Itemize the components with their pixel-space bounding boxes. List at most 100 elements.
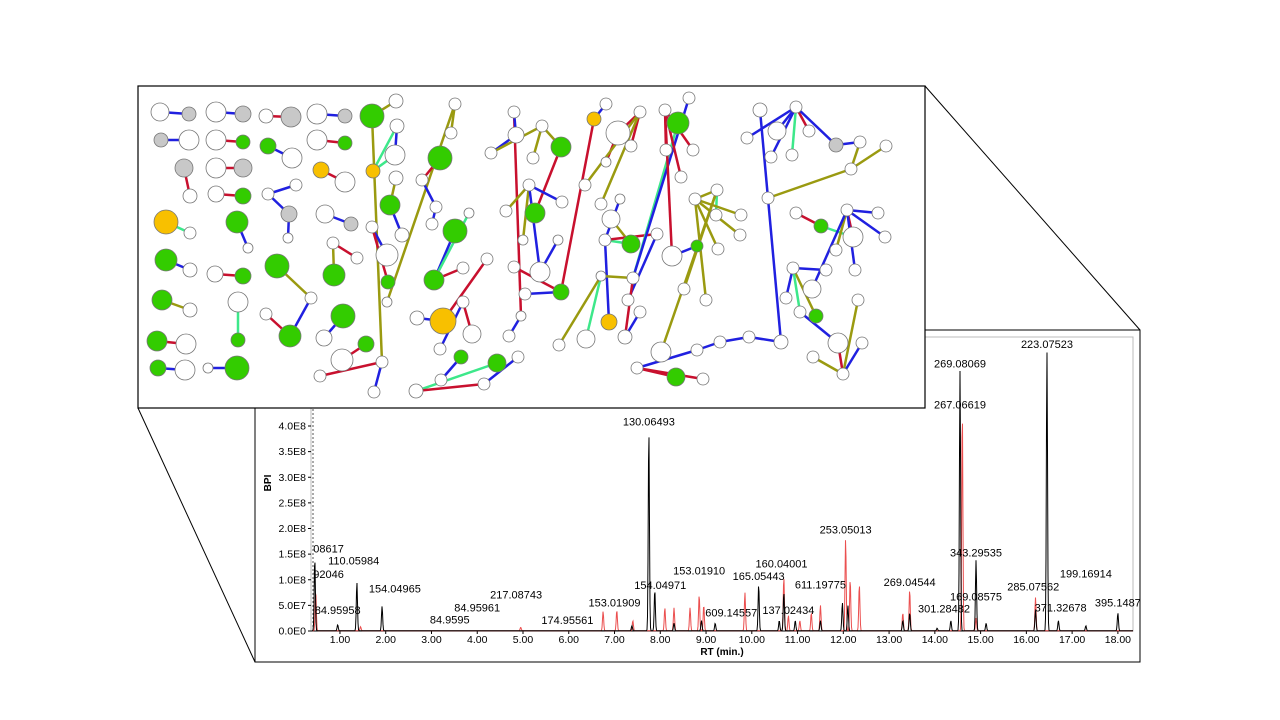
- network-node: [752, 102, 768, 118]
- network-node: [322, 263, 346, 287]
- peak-label: 174.95561: [541, 615, 593, 627]
- network-node: [740, 131, 754, 145]
- network-node: [434, 373, 448, 387]
- network-node: [578, 178, 592, 192]
- network-node: [315, 329, 333, 347]
- network-edge: [415, 361, 498, 393]
- network-node: [365, 163, 381, 179]
- network-node: [855, 336, 869, 350]
- network-node: [233, 158, 253, 178]
- network-node: [234, 105, 252, 123]
- peak-label: 08617: [313, 544, 344, 556]
- network-node: [626, 271, 640, 285]
- peak-label: 371.32678: [1035, 603, 1087, 615]
- network-node: [289, 178, 303, 192]
- network-node: [174, 158, 194, 178]
- network-node: [878, 230, 892, 244]
- network-node: [511, 350, 525, 364]
- peak-label: 609.14557: [705, 608, 757, 620]
- network-node: [444, 126, 458, 140]
- network-node: [379, 194, 401, 216]
- network-node: [456, 261, 470, 275]
- network-node: [337, 108, 353, 124]
- network-node: [205, 101, 227, 123]
- network-edge: [603, 239, 611, 323]
- network-node: [686, 143, 700, 157]
- y-axis-label: BPI: [263, 474, 274, 491]
- network-node: [462, 324, 482, 344]
- network-node: [448, 97, 462, 111]
- network-node: [151, 289, 173, 311]
- network-node: [381, 296, 393, 308]
- x-tick-label: 3.00: [421, 634, 442, 646]
- peak-label: 217.08743: [490, 589, 542, 601]
- network-node: [871, 206, 885, 220]
- network-edge: [371, 125, 399, 172]
- network-node: [600, 156, 612, 168]
- peak-label: 269.08069: [934, 359, 986, 371]
- network-node: [552, 338, 566, 352]
- network-node: [518, 287, 532, 301]
- network-node: [343, 216, 359, 232]
- connector-left: [137, 407, 256, 663]
- peak-label: 395.1487: [1095, 597, 1141, 609]
- network-node: [313, 369, 327, 383]
- x-axis-label: RT (min.): [700, 647, 743, 658]
- network-node: [793, 305, 807, 319]
- network-node: [408, 383, 424, 399]
- network-node: [666, 111, 690, 135]
- network-node: [477, 377, 491, 391]
- x-tick-label: 13.00: [876, 634, 902, 646]
- network-node: [206, 265, 224, 283]
- network-node: [786, 261, 800, 275]
- y-tick-label: 2.5E8: [279, 497, 307, 509]
- network-edge: [694, 197, 742, 217]
- network-node: [633, 105, 647, 119]
- y-tick-label: 2.0E8: [279, 523, 307, 535]
- network-node: [207, 185, 225, 203]
- network-node: [699, 293, 713, 307]
- network-edge: [385, 103, 457, 303]
- network-node: [844, 162, 858, 176]
- network-node: [357, 335, 375, 353]
- network-node: [149, 359, 167, 377]
- network-edge: [584, 111, 641, 186]
- network-edge: [746, 105, 797, 140]
- network-node: [599, 97, 613, 111]
- network-node: [879, 139, 893, 153]
- network-node: [230, 332, 246, 348]
- network-node: [517, 234, 529, 246]
- network-edge: [512, 111, 523, 317]
- network-node: [605, 120, 631, 146]
- peak-label: 160.04001: [756, 559, 808, 571]
- network-node: [789, 100, 803, 114]
- network-node: [586, 111, 602, 127]
- network-node: [423, 269, 445, 291]
- network-node: [202, 362, 214, 374]
- peak-label: 169.08575: [950, 591, 1002, 603]
- network-node: [529, 261, 551, 283]
- network-node: [785, 148, 799, 162]
- network-edge: [527, 184, 542, 273]
- network-edge: [559, 118, 596, 293]
- network-node: [595, 270, 607, 282]
- network-node: [576, 329, 596, 349]
- network-node: [429, 200, 443, 214]
- network-node: [802, 124, 816, 138]
- network-edge: [790, 106, 798, 156]
- network-node: [182, 262, 198, 278]
- network-node: [326, 236, 340, 250]
- network-node: [614, 193, 626, 205]
- peak-label: 153.01909: [589, 597, 641, 609]
- x-tick-label: 9.00: [696, 634, 717, 646]
- network-edge: [758, 109, 783, 343]
- network-edge: [557, 275, 603, 346]
- x-tick-label: 12.00: [830, 634, 856, 646]
- network-node: [598, 233, 612, 247]
- network-node: [827, 332, 849, 354]
- molecular-network-inset: [137, 85, 926, 409]
- network-node: [433, 342, 447, 356]
- network-node: [682, 91, 696, 105]
- network-node: [306, 129, 328, 151]
- x-tick-label: 2.00: [376, 634, 397, 646]
